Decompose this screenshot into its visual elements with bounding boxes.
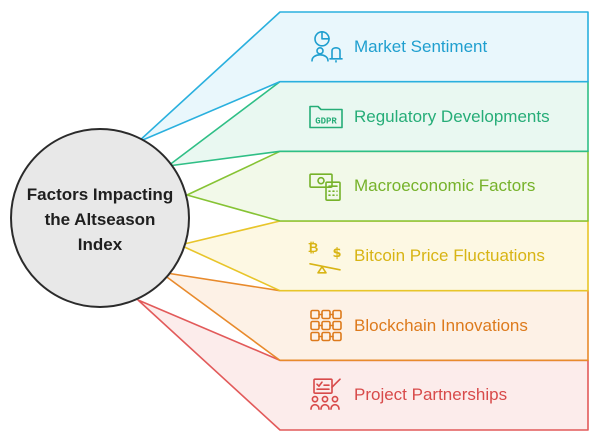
gdpr-folder-icon: GDPR <box>309 105 343 129</box>
factor-label-2: Regulatory Developments <box>354 106 550 126</box>
svg-text:$: $ <box>332 246 341 261</box>
factor-band-5 <box>159 271 589 362</box>
center-title: Factors Impacting the Altseason Index <box>26 185 174 254</box>
factor-band-6 <box>137 299 589 431</box>
svg-text:GDPR: GDPR <box>315 117 337 127</box>
cash-calculator-icon <box>309 173 341 201</box>
svg-text:₿: ₿ <box>308 241 319 256</box>
factor-label-6: Project Partnerships <box>354 385 508 405</box>
center-circle <box>10 128 190 308</box>
partnership-people-icon <box>310 378 341 410</box>
factor-band-2 <box>167 80 589 167</box>
factor-band-3 <box>186 150 589 222</box>
factor-label-3: Macroeconomic Factors <box>354 176 536 196</box>
factor-label-1: Market Sentiment <box>354 36 488 56</box>
factor-band-1 <box>137 11 589 143</box>
factor-label-5: Blockchain Innovations <box>354 315 528 335</box>
factor-band-4 <box>179 220 589 292</box>
sentiment-chart-bell-icon <box>311 31 343 63</box>
blockchain-grid-icon <box>310 309 342 342</box>
factor-label-4: Bitcoin Price Fluctuations <box>354 245 545 265</box>
bitcoin-dollar-scale-icon: ₿$ <box>308 241 342 274</box>
